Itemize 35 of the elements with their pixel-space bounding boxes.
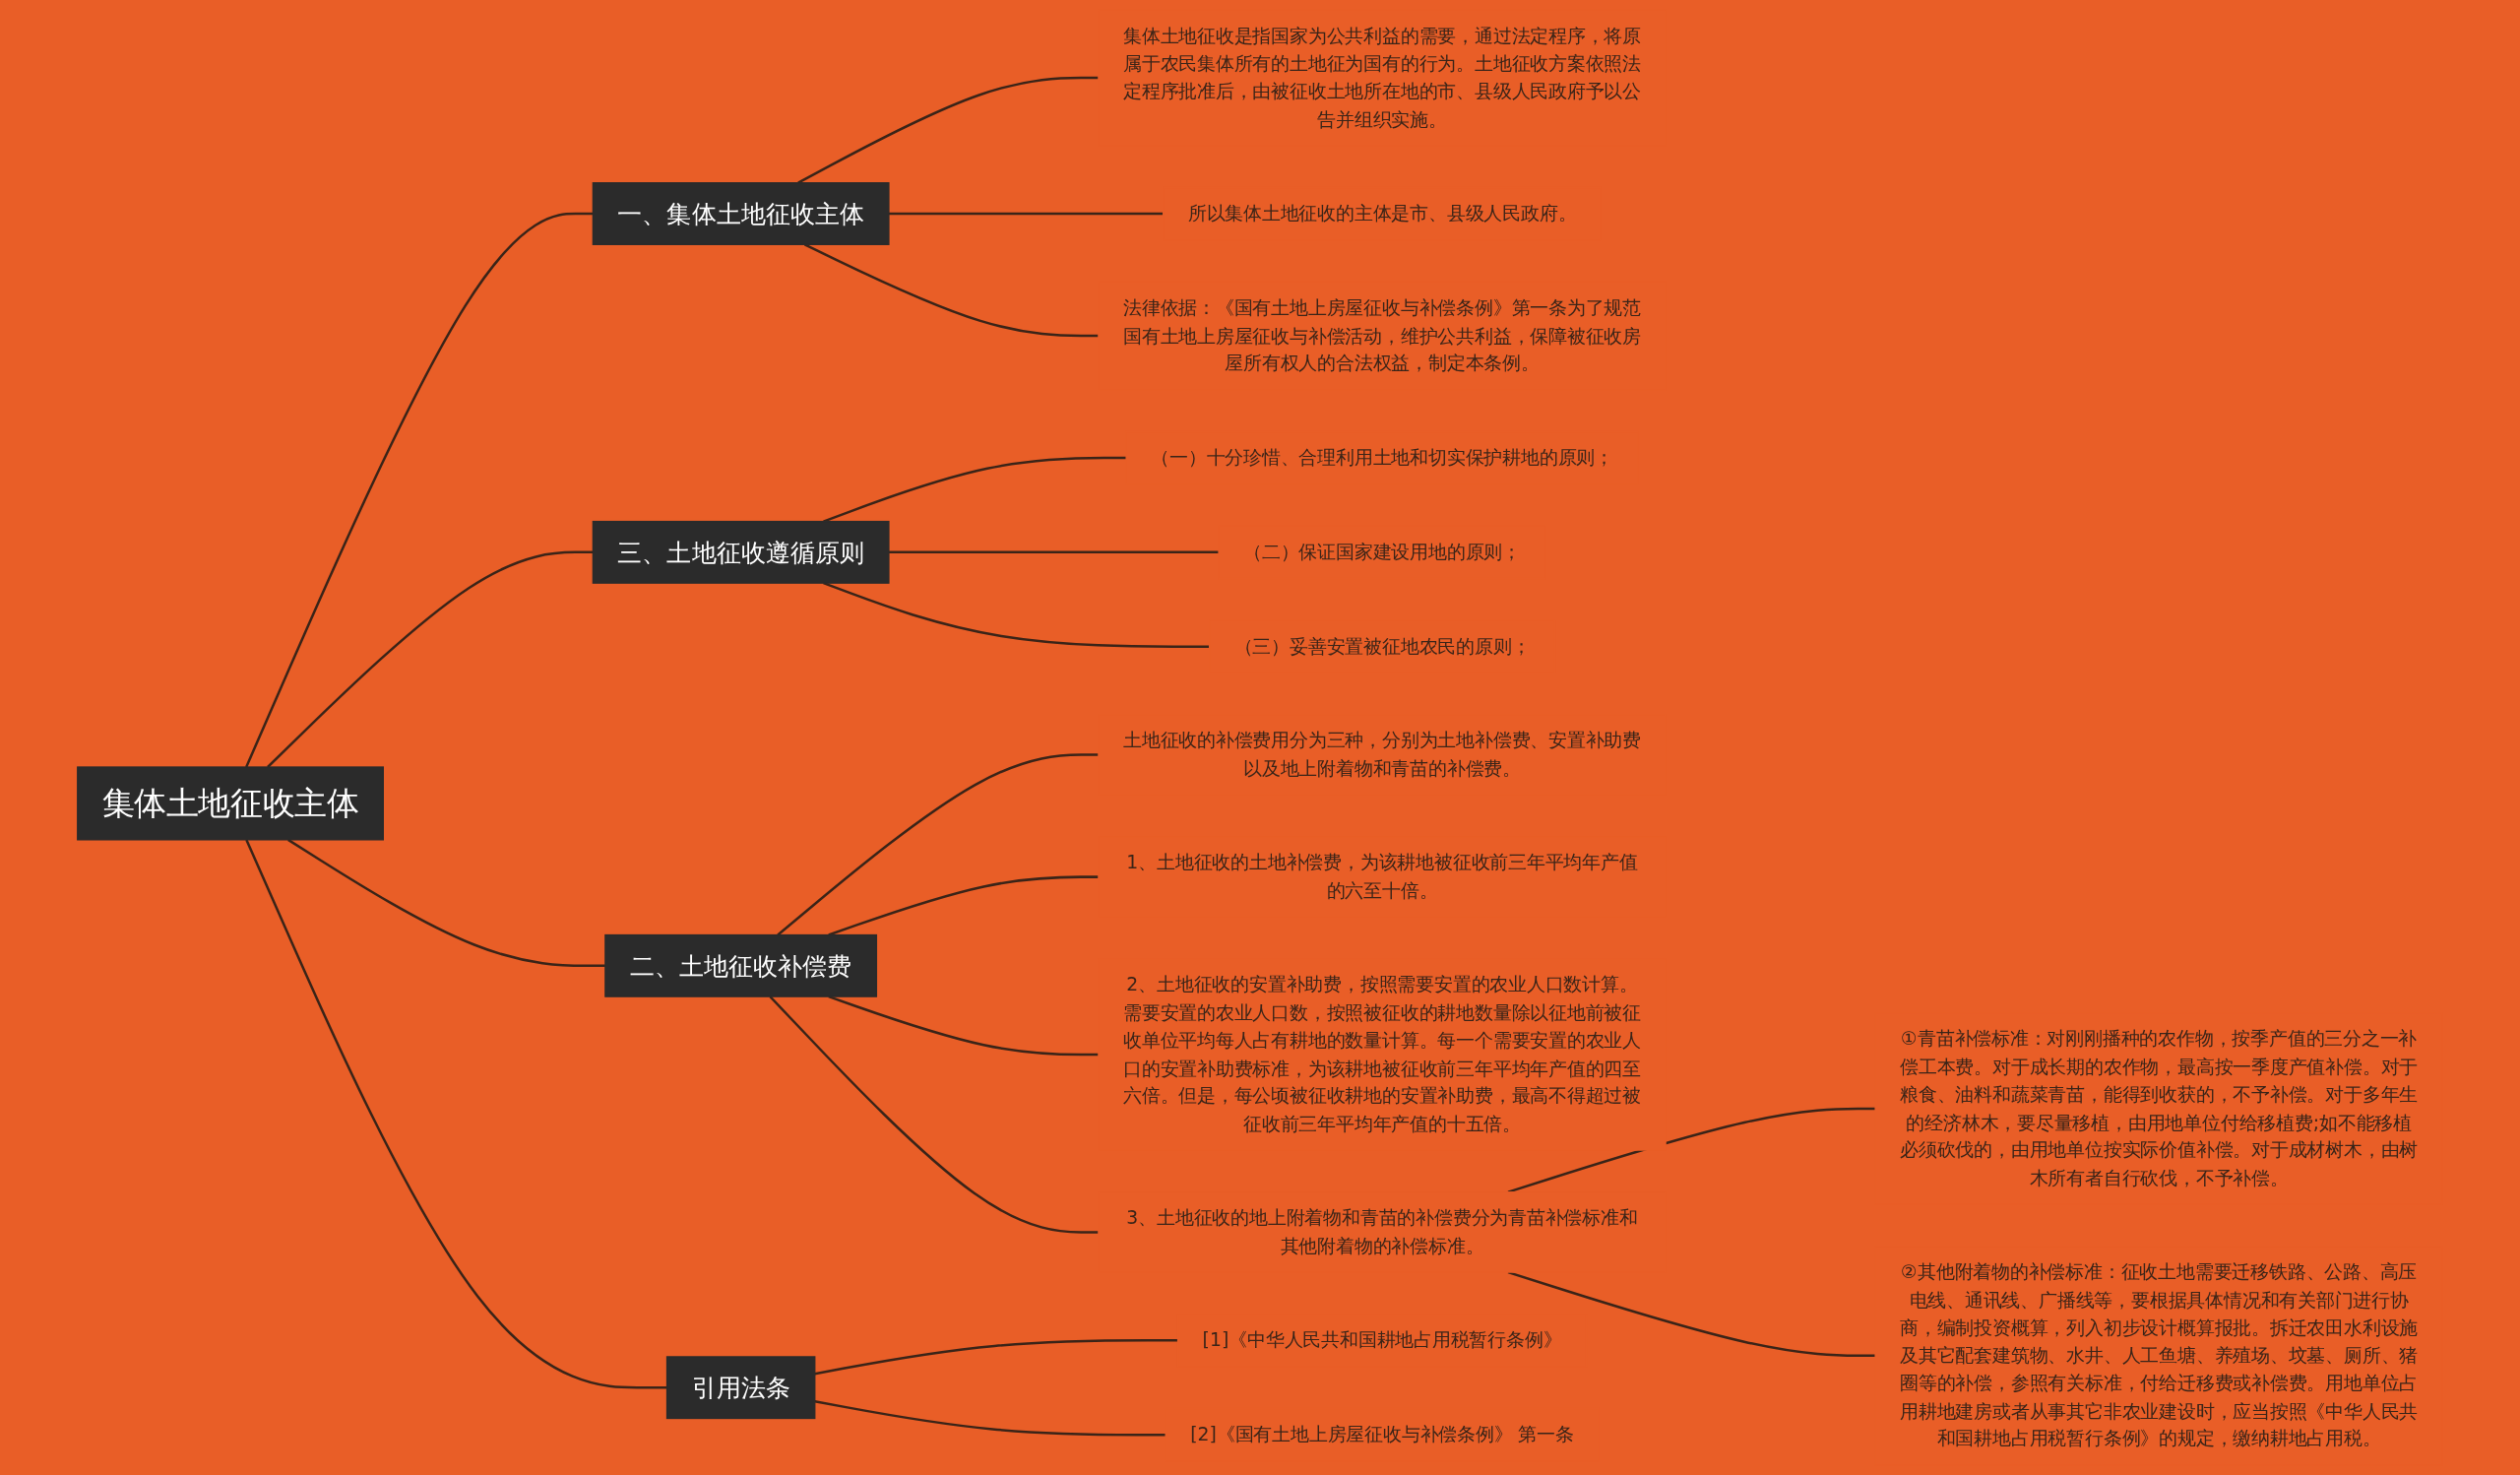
connector xyxy=(797,76,1099,184)
node-box: 三、土地征收遵循原则 xyxy=(592,520,890,584)
node-text: [1]《中华人民共和国耕地占用税暂行条例》 xyxy=(1202,1328,1562,1352)
node-box: 集体土地征收主体 xyxy=(77,766,384,841)
connector xyxy=(888,212,1164,216)
connector xyxy=(803,243,1099,338)
node-text: 集体土地征收是指国家为公共利益的需要，通过法定程序，将原属于农民集体所有的土地征为国有的行为。土地征收方案依照法定程序批准后，由被征收土地所在地的市、县级人民政府予以公告并组织实施。 xyxy=(1122,25,1642,131)
connector xyxy=(888,550,1220,554)
node-text: ①青苗补偿标准：对刚刚播种的农作物，按季产值的三分之一补偿工本费。对于成长期的农作物，最高按一季度产值补偿。对于粮食、油料和蔬菜青苗，能得到收获的，不予补偿。对于多年生的经济林木，要尽量移植，由用地单位付给移植费;如不能移植必须砍伐的，由用地单位按实际价值补偿。对于成材树木，由树木所有者自行砍伐，不予补偿。 xyxy=(1900,1027,2419,1189)
node-text: 所以集体土地征收的主体是市、县级人民政府。 xyxy=(1187,202,1577,224)
connector xyxy=(1507,1107,1876,1193)
node-box: 一、集体土地征收主体 xyxy=(592,182,890,245)
connector xyxy=(814,1400,1166,1437)
connector xyxy=(245,212,594,768)
connector xyxy=(267,550,594,768)
node-text: [2]《国有土地上房屋征收与补偿条例》 第一条 xyxy=(1190,1423,1574,1446)
node-text: 法律依据：《国有土地上房屋征收与补偿条例》第一条为了规范国有土地上房屋征收与补偿活动，维护公共利益，保障被征收房屋所有权人的合法权益，制定本条例。 xyxy=(1122,296,1642,375)
node-text: 3、土地征收的地上附着物和青苗的补偿费分为青苗补偿标准和其他附着物的补偿标准。 xyxy=(1126,1206,1638,1257)
connector xyxy=(245,839,667,1389)
connector xyxy=(828,875,1099,936)
connector xyxy=(769,995,1099,1234)
connector xyxy=(814,1339,1178,1376)
node-text: （三）妥善安置被征地农民的原则； xyxy=(1233,635,1531,658)
connector xyxy=(823,456,1127,523)
node-text: （二）保证国家建设用地的原则； xyxy=(1243,541,1521,563)
node-box: 引用法条 xyxy=(665,1356,816,1420)
node-text: 1、土地征收的土地补偿费，为该耕地被征收前三年平均年产值的六至十倍。 xyxy=(1126,851,1638,902)
node-text: 土地征收的补偿费用分为三种，分别为土地补偿费、安置补助费以及地上附着物和青苗的补偿费。 xyxy=(1122,729,1642,780)
node-text: ②其他附着物的补偿标准：征收土地需要迁移铁路、公路、高压电线、通讯线、广播线等，要根据具体情况和有关部门进行协商，编制投资概算，列入初步设计概算报批。拆迁农田水利设施及其它配套建筑物、水井、人工鱼塘、养殖场、坟墓、厕所、猪圈等的补偿，参照有关标准，付给迁移费或补偿费。用地单位占用耕地建房或者从事其它非农业建设时，应当按照《中华人民共和国耕地占用税暂行条例》的规定，缴纳耕地占用税。 xyxy=(1900,1260,2419,1450)
node-box: 二、土地征收补偿费 xyxy=(604,933,878,997)
node-text: （一）十分珍惜、合理利用土地和切实保护耕地的原则； xyxy=(1151,446,1613,469)
node-text: 2、土地征收的安置补助费，按照需要安置的农业人口数计算。需要安置的农业人口数，按照被征收的耕地数量除以征地前被征收单位平均每人占有耕地的数量计算。每一个需要安置的农业人口的安置补助费标准，为该耕地被征收前三年平均年产值的四至六倍。但是，每公顷被征收耕地的安置补助费，最高不得超过被征收前三年平均年产值的十五倍。 xyxy=(1122,973,1642,1135)
connector xyxy=(777,753,1099,936)
connector xyxy=(823,582,1210,648)
connector xyxy=(287,838,605,968)
